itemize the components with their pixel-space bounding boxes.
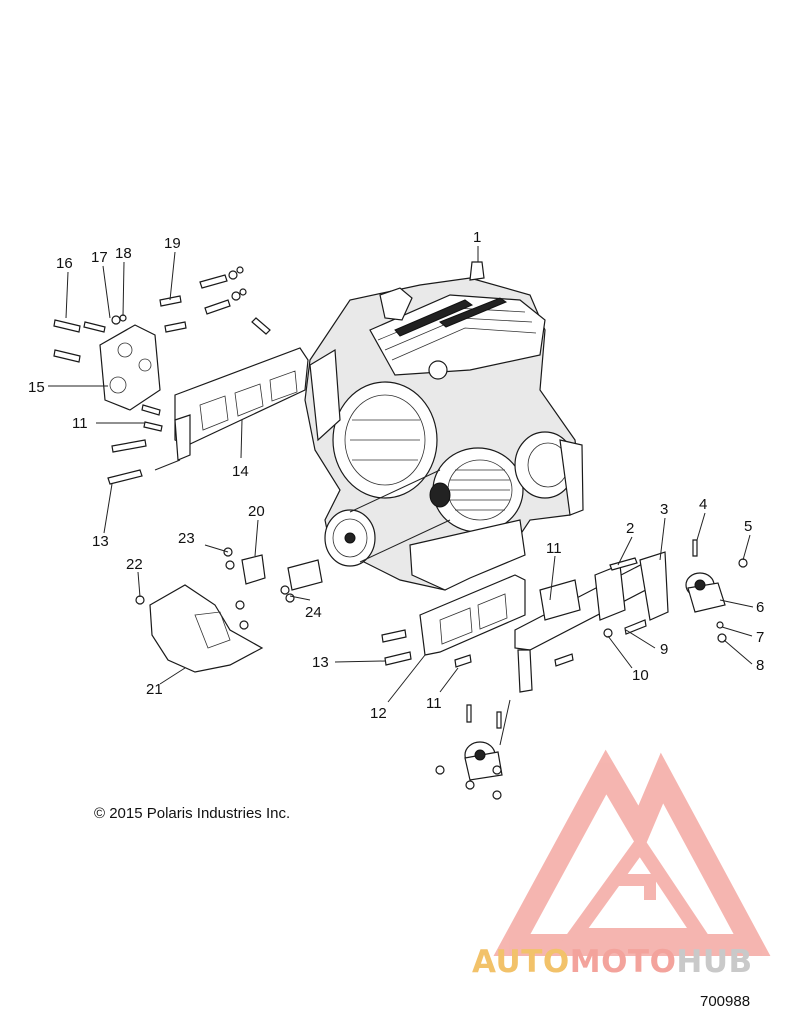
callout-10: 10 — [632, 667, 649, 684]
engine-bracket-15 — [99, 324, 161, 411]
callout-11-bottom: 11 — [426, 695, 442, 712]
callout-5: 5 — [744, 518, 752, 535]
mount-bracket-12 — [381, 574, 526, 668]
callout-19: 19 — [164, 235, 181, 252]
small-brackets — [223, 547, 323, 603]
brand-part-moto: MOTO — [569, 944, 677, 980]
callout-20: 20 — [248, 503, 265, 520]
callout-24: 24 — [305, 604, 322, 621]
callout-17: 17 — [91, 249, 108, 266]
callout-labels: 1 2 3 4 5 6 7 8 9 10 11 11 11 12 13 13 1… — [28, 229, 764, 722]
leader-lines — [48, 246, 754, 746]
callout-9: 9 — [660, 641, 668, 658]
callout-2: 2 — [626, 520, 634, 537]
callout-11-top: 11 — [546, 540, 562, 557]
heat-shield-21 — [135, 584, 264, 673]
callout-12: 12 — [370, 705, 387, 722]
bolt-set-top — [53, 266, 271, 485]
callout-4: 4 — [699, 496, 707, 513]
callout-7: 7 — [756, 629, 764, 646]
callout-14: 14 — [232, 463, 249, 480]
callout-13-left: 13 — [92, 533, 109, 550]
callout-8: 8 — [756, 657, 764, 674]
callout-15: 15 — [28, 379, 45, 396]
callout-6: 6 — [756, 599, 764, 616]
callout-23: 23 — [178, 530, 195, 547]
callout-18: 18 — [115, 245, 132, 262]
brand-part-hub: HUB — [676, 944, 753, 980]
isolator-6 — [685, 539, 748, 643]
isolator-lower — [435, 704, 503, 800]
watermark-logo-icon — [493, 749, 771, 956]
brand-part-auto: AUTO — [472, 944, 570, 980]
callout-22: 22 — [126, 556, 143, 573]
callout-1: 1 — [473, 229, 481, 246]
callout-13-mid: 13 — [312, 654, 329, 671]
callout-11-left: 11 — [72, 415, 88, 432]
crossmember-3 — [514, 551, 669, 693]
mount-plate-14 — [174, 347, 309, 461]
callout-3: 3 — [660, 501, 668, 518]
callout-21: 21 — [146, 681, 163, 698]
drawing-number: 700988 — [700, 993, 751, 1010]
engine-assembly — [304, 261, 584, 591]
callout-16: 16 — [56, 255, 73, 272]
copyright-notice: © 2015 Polaris Industries Inc. — [94, 805, 291, 822]
watermark-brand-text: AUTOMOTOHUB — [472, 944, 753, 980]
